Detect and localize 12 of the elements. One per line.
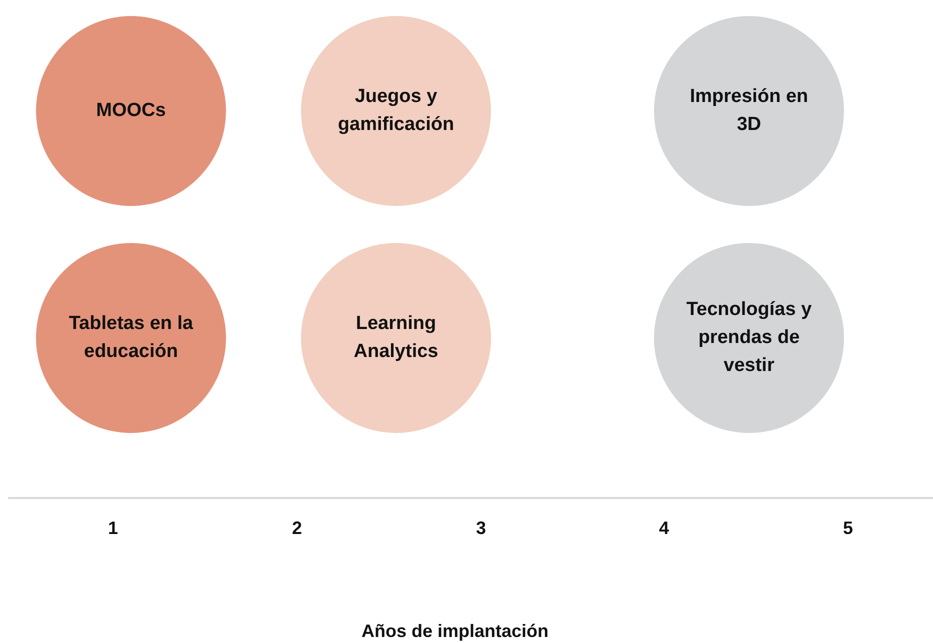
axis-tick-label: 5 <box>843 518 853 539</box>
topic-label: Tecnologías y prendas de vestir <box>685 298 813 378</box>
axis-tick-label: 2 <box>292 518 302 539</box>
topic-label: Learning Analytics <box>352 312 440 364</box>
topic-label: Impresión en 3D <box>688 85 810 137</box>
topic-label: Tabletas en la educación <box>68 312 194 364</box>
topic-label: MOOCs <box>96 99 166 123</box>
axis-title: Años de implantación <box>361 621 549 642</box>
axis-tick-label: 4 <box>659 518 669 539</box>
topic-label: Juegos y gamificación <box>336 85 456 137</box>
axis-tick-label: 1 <box>108 518 118 539</box>
axis-tick-label: 3 <box>476 518 486 539</box>
